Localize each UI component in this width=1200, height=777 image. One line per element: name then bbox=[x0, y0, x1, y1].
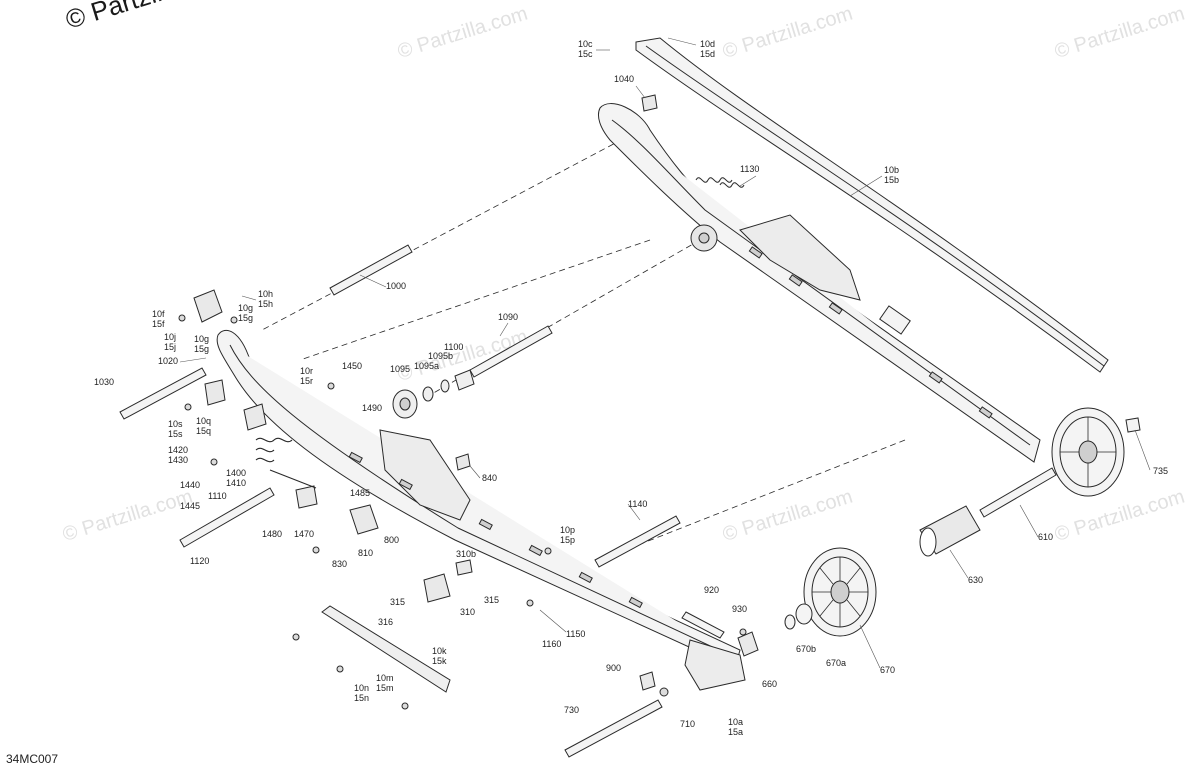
wear-strip-10k bbox=[321, 605, 451, 693]
small-parts bbox=[193, 94, 759, 691]
callout-830: 830 bbox=[332, 559, 347, 569]
callout-1440: 1440 bbox=[180, 480, 200, 490]
diagram-code: 34MC007 bbox=[6, 752, 59, 766]
callout-1100: 1100 bbox=[444, 342, 463, 352]
callout-1040: 1040 bbox=[614, 74, 634, 84]
wheel-670 bbox=[784, 547, 877, 637]
callout-1120: 1120 bbox=[190, 556, 209, 566]
callout-1095: 1095 bbox=[390, 364, 410, 374]
callout-1150: 1150 bbox=[566, 629, 585, 639]
callout-1445: 1445 bbox=[180, 501, 200, 511]
bearing-set bbox=[392, 369, 475, 419]
callout-1090: 1090 bbox=[498, 312, 518, 322]
callout-1030: 1030 bbox=[94, 377, 114, 387]
sleeve-630 bbox=[919, 505, 981, 557]
callout-670a: 670a bbox=[826, 658, 846, 668]
callout-930: 930 bbox=[732, 604, 747, 614]
leader-lines bbox=[179, 37, 1151, 669]
coil-spring bbox=[255, 437, 317, 489]
callout-1130: 1130 bbox=[740, 164, 759, 174]
callout-315-a: 315 bbox=[390, 597, 405, 607]
callout-670: 670 bbox=[880, 665, 895, 675]
left-runner bbox=[216, 329, 746, 691]
callout-1095b: 1095b bbox=[428, 351, 453, 361]
callout-1110: 1110 bbox=[208, 491, 227, 501]
callout-730: 730 bbox=[564, 705, 579, 715]
callout-310b: 310b bbox=[456, 549, 476, 559]
slide-rail-10b bbox=[635, 37, 1109, 373]
callout-710: 710 bbox=[680, 719, 695, 729]
callout-840: 840 bbox=[482, 473, 497, 483]
callout-735: 735 bbox=[1153, 466, 1168, 476]
callout-610: 610 bbox=[1038, 532, 1053, 542]
callout-1470: 1470 bbox=[294, 529, 314, 539]
callout-920: 920 bbox=[704, 585, 719, 595]
wheel-735 bbox=[1051, 407, 1141, 497]
callout-1490: 1490 bbox=[362, 403, 382, 413]
callout-670b: 670b bbox=[796, 644, 816, 654]
shafts bbox=[119, 244, 1057, 758]
callout-660: 660 bbox=[762, 679, 777, 689]
callout-316: 316 bbox=[378, 617, 393, 627]
callout-800: 800 bbox=[384, 535, 399, 545]
callout-1095a: 1095a bbox=[414, 361, 439, 371]
callout-900: 900 bbox=[606, 663, 621, 673]
callout-1140: 1140 bbox=[628, 499, 647, 509]
callout-315-b: 315 bbox=[484, 595, 499, 605]
callout-810: 810 bbox=[358, 548, 373, 558]
callout-1450: 1450 bbox=[342, 361, 362, 371]
fasteners bbox=[178, 314, 747, 710]
alignment-lines bbox=[261, 129, 906, 561]
callout-310: 310 bbox=[460, 607, 475, 617]
callout-1020: 1020 bbox=[158, 356, 178, 366]
callout-1000: 1000 bbox=[386, 281, 406, 291]
right-runner bbox=[597, 103, 1041, 463]
callout-1160: 1160 bbox=[542, 639, 561, 649]
callout-1485: 1485 bbox=[350, 488, 370, 498]
callout-1480: 1480 bbox=[262, 529, 282, 539]
callout-630: 630 bbox=[968, 575, 983, 585]
